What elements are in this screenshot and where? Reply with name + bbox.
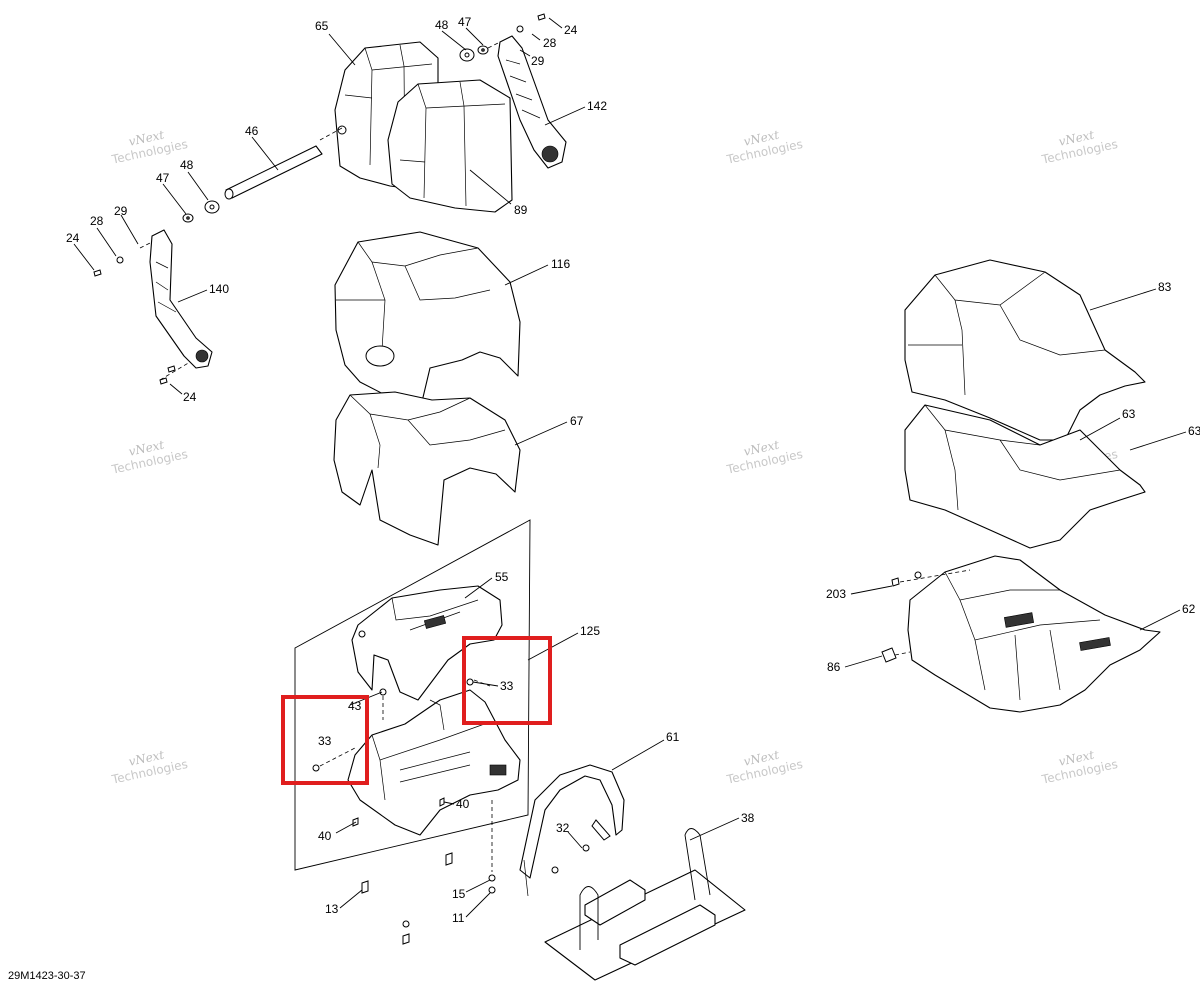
callout-62: 62 — [1182, 602, 1196, 616]
backrest-cover-89 — [387, 79, 513, 213]
callout-47-top: 47 — [458, 15, 472, 29]
callout-13: 13 — [325, 902, 339, 916]
storage-tray-61 — [519, 764, 625, 897]
seat-cushion-116 — [334, 231, 521, 411]
highlight-box-33-left — [281, 695, 369, 785]
callout-33-right: 33 — [500, 679, 514, 693]
watermark: vNext Technologies — [725, 438, 804, 477]
callout-48-top: 48 — [435, 18, 449, 32]
callout-65: 65 — [315, 19, 329, 33]
callout-83: 83 — [1158, 280, 1172, 294]
callout-11: 11 — [452, 911, 465, 925]
callout-15: 15 — [452, 887, 466, 901]
callout-24-bottom: 24 — [183, 390, 197, 404]
callout-63-left: 63 — [1122, 407, 1136, 421]
callout-40-left: 40 — [318, 829, 332, 843]
callout-24-top: 24 — [564, 23, 578, 37]
watermark: vNext Technologies — [1040, 748, 1119, 787]
seat-foam-63 — [904, 404, 1146, 549]
callout-47-left: 47 — [156, 171, 170, 185]
callout-125: 125 — [580, 624, 600, 638]
seat-pan-62 — [881, 555, 1161, 713]
callout-89: 89 — [514, 203, 528, 217]
callout-203: 203 — [826, 587, 846, 601]
callout-142: 142 — [587, 99, 607, 113]
seat-foam-67 — [333, 391, 521, 546]
watermark: vNext Technologies — [110, 438, 189, 477]
watermark: vNext Technologies — [110, 128, 189, 167]
watermark: vNext Technologies — [1040, 128, 1119, 167]
seat-cover-83 — [904, 259, 1146, 441]
callout-labels: 65 48 47 24 28 29 142 46 89 48 47 28 29 … — [66, 15, 1200, 925]
hardware-top — [93, 13, 546, 385]
callout-24-left: 24 — [66, 231, 80, 245]
callout-86: 86 — [827, 660, 841, 674]
drawing-reference: 29M1423-30-37 — [8, 970, 86, 982]
highlight-box-33-right — [462, 636, 552, 725]
highlight-boxes — [281, 636, 552, 785]
callout-28-left: 28 — [90, 214, 104, 228]
storage-bin-38 — [544, 828, 746, 981]
support-arm-142 — [497, 35, 567, 169]
callout-61: 61 — [666, 730, 680, 744]
callout-55: 55 — [495, 570, 509, 584]
callout-63-right: 63 — [1188, 424, 1200, 438]
callout-116: 116 — [551, 257, 570, 271]
callout-38: 38 — [741, 811, 755, 825]
callout-48-left: 48 — [180, 158, 194, 172]
callout-40-right: 40 — [456, 797, 470, 811]
support-arm-140 — [149, 229, 213, 369]
tube-46 — [224, 145, 323, 200]
callout-67: 67 — [570, 414, 584, 428]
callout-33-left: 33 — [318, 734, 332, 748]
watermark: vNext Technologies — [110, 748, 189, 787]
seat-bracket-43 — [347, 689, 521, 836]
leader-lines — [73, 17, 1187, 918]
callout-28-top: 28 — [543, 36, 557, 50]
watermark: vNext Technologies — [725, 128, 804, 167]
callout-43: 43 — [348, 699, 362, 713]
callout-140: 140 — [209, 282, 229, 296]
callout-29-top: 29 — [531, 54, 545, 68]
assembly-box-125 — [294, 519, 531, 871]
callout-29-left: 29 — [114, 204, 128, 218]
seat-base-55 — [351, 585, 503, 701]
callout-32: 32 — [556, 821, 570, 835]
watermark: vNext Technologies — [725, 748, 804, 787]
callout-46: 46 — [245, 124, 259, 138]
